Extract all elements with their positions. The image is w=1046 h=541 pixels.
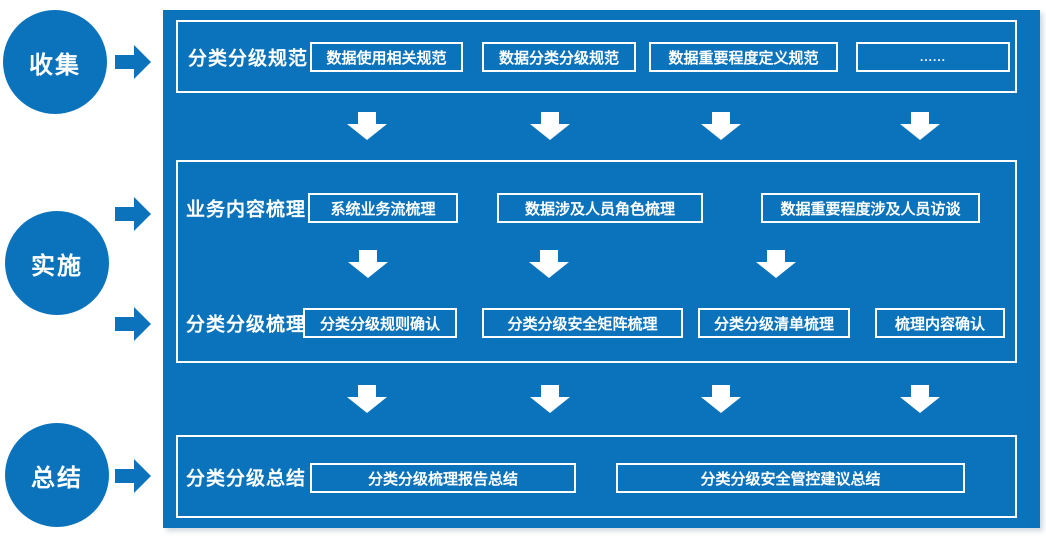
right-arrow-icon bbox=[115, 196, 152, 232]
down-arrow-icon bbox=[347, 385, 387, 413]
down-arrow-icon bbox=[529, 250, 569, 278]
stage-circle-summarize-label: 总结 bbox=[31, 464, 83, 492]
box-importance-interviews: 数据重要程度涉及人员访谈 bbox=[761, 193, 980, 223]
down-arrow-icon bbox=[900, 385, 940, 413]
box-data-importance-definition-spec: 数据重要程度定义规范 bbox=[649, 42, 838, 72]
section-label: 分类分级梳理 bbox=[186, 314, 307, 336]
box-security-matrix: 分类分级安全矩阵梳理 bbox=[482, 308, 683, 338]
right-arrow-icon bbox=[115, 458, 152, 494]
box-system-business-flow: 系统业务流梳理 bbox=[308, 193, 458, 223]
down-arrow-icon bbox=[530, 112, 570, 140]
box-data-classification-spec: 数据分类分级规范 bbox=[482, 42, 636, 72]
box-checklist-sorting: 分类分级清单梳理 bbox=[698, 308, 850, 338]
box-rules-confirmation: 分类分级规则确认 bbox=[303, 308, 457, 338]
section-classification-standards: 分类分级规范 bbox=[176, 20, 1017, 93]
stage-circle-collect-label: 收集 bbox=[29, 51, 81, 79]
box-personnel-roles: 数据涉及人员角色梳理 bbox=[497, 193, 703, 223]
down-arrow-icon bbox=[347, 112, 387, 140]
section-implementation bbox=[176, 160, 1017, 363]
down-arrow-icon bbox=[701, 385, 741, 413]
box-security-control-suggestions: 分类分级安全管控建议总结 bbox=[616, 463, 965, 493]
stage-circle-collect: 收集 bbox=[3, 10, 107, 114]
section-summary bbox=[176, 435, 1017, 518]
box-sorting-report-summary: 分类分级梳理报告总结 bbox=[310, 463, 576, 493]
down-arrow-icon bbox=[900, 112, 940, 140]
down-arrow-icon bbox=[530, 385, 570, 413]
right-arrow-icon bbox=[115, 306, 152, 342]
box-data-usage-spec: 数据使用相关规范 bbox=[310, 42, 463, 72]
main-panel: 分类分级规范 数据使用相关规范 数据分类分级规范 数据重要程度定义规范 ....… bbox=[163, 10, 1040, 528]
section-label: 分类分级规范 bbox=[188, 48, 309, 70]
stage-circle-implement-label: 实施 bbox=[31, 252, 83, 280]
right-arrow-icon bbox=[115, 44, 152, 80]
down-arrow-icon bbox=[756, 250, 796, 278]
down-arrow-icon bbox=[348, 250, 388, 278]
stage-circle-summarize: 总结 bbox=[5, 423, 109, 527]
down-arrow-icon bbox=[701, 112, 741, 140]
stage-circle-implement: 实施 bbox=[5, 211, 109, 315]
box-content-confirmation: 梳理内容确认 bbox=[875, 308, 1005, 338]
box-ellipsis: ...... bbox=[856, 42, 1010, 72]
section-label: 分类分级总结 bbox=[186, 468, 307, 490]
section-label: 业务内容梳理 bbox=[186, 199, 307, 221]
